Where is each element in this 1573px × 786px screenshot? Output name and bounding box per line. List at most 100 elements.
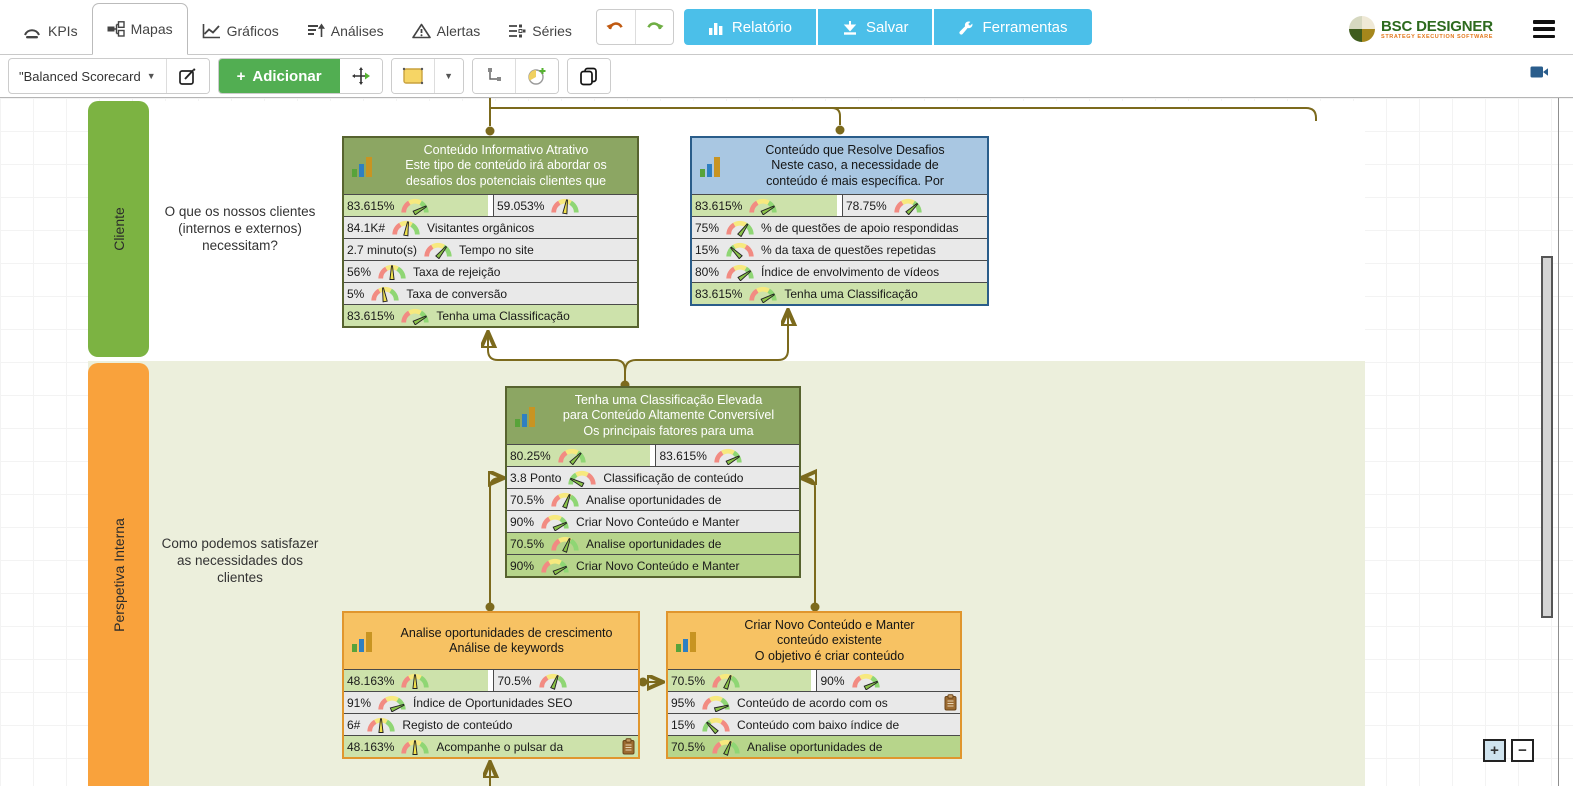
kpi-row[interactable]: 83.615%Tenha uma Classificação: [692, 282, 987, 304]
bar-chart-icon: [676, 631, 696, 652]
tab-alertas[interactable]: Alertas: [398, 8, 495, 54]
kpi-row[interactable]: 80%Índice de envolvimento de vídeos: [692, 260, 987, 282]
kpi-summary-cell: 83.615%: [692, 195, 837, 216]
kpi-row[interactable]: 75%% de questões de apoio respondidas: [692, 216, 987, 238]
kpi-row[interactable]: 70.5%Analise oportunidades de: [507, 488, 799, 510]
save-button[interactable]: Salvar: [817, 9, 933, 45]
kpi-summary-cell: 80.25%: [507, 445, 651, 466]
gauge-icon: [401, 308, 430, 325]
bar-chart-icon: [515, 406, 535, 427]
tab-graficos[interactable]: Gráficos: [188, 8, 293, 54]
gauge-icon: [378, 695, 406, 712]
perspective-question-interna: Como podemos satisfazer as necessidades …: [161, 536, 319, 585]
redo-button[interactable]: [634, 10, 673, 44]
kpi-row[interactable]: 48.163% Acompanhe o pulsar da: [344, 735, 638, 757]
kpi-summary-row[interactable]: 48.163%70.5%: [344, 669, 638, 691]
kpi-row[interactable]: 95%Conteúdo de acordo com os: [668, 691, 960, 713]
perspective-band-interna[interactable]: Perspetiva Interna: [88, 363, 149, 786]
kpi-summary-cell: 48.163%: [344, 670, 489, 691]
kpi-label: Conteúdo com baixo índice de: [737, 717, 900, 732]
canvas-vertical-scrollbar[interactable]: [1541, 256, 1553, 618]
kpi-label: Tenha uma Classificação: [784, 286, 918, 301]
kpi-row[interactable]: 56%Taxa de rejeição: [344, 260, 637, 282]
tab-kpis[interactable]: KPIs: [8, 8, 92, 54]
report-button[interactable]: Relatório: [683, 9, 816, 45]
kpi-summary-cell: 83.615%: [655, 445, 799, 466]
kpi-row[interactable]: 70.5%Analise oportunidades de: [507, 532, 799, 554]
kpi-label: Acompanhe o pulsar da: [436, 739, 564, 754]
kpi-summary-row[interactable]: 70.5% 90%: [668, 669, 960, 691]
connector-tool-button[interactable]: [472, 59, 515, 93]
kpi-row[interactable]: 6#Registo de conteúdo: [344, 713, 638, 735]
perspective-band-cliente[interactable]: Cliente: [88, 101, 149, 357]
gauge-icon: [424, 242, 452, 259]
scorecard-selector[interactable]: "Balanced Scorecard ▼: [19, 68, 156, 84]
analysis-sort-icon: [307, 23, 325, 37]
kpi-row[interactable]: 15%Conteúdo com baixo índice de: [668, 713, 960, 735]
initiative-clipboard-icon[interactable]: [944, 694, 957, 711]
shape-fill-button[interactable]: [391, 59, 434, 93]
kpi-row[interactable]: 83.615%Tenha uma Classificação: [344, 304, 637, 326]
zoom-in-button[interactable]: +: [1483, 739, 1506, 762]
bsc-designer-logo: BSC DESIGNER STRATEGY EXECUTION SOFTWARE: [1349, 16, 1493, 42]
kpi-value: 83.615%: [347, 198, 395, 213]
kpi-summary-row[interactable]: 83.615% 78.75%: [692, 194, 987, 216]
kpi-row[interactable]: 90%Criar Novo Conteúdo e Manter: [507, 554, 799, 576]
kpi-row[interactable]: 91%Índice de Oportunidades SEO: [344, 691, 638, 713]
kpi-row[interactable]: 90%Criar Novo Conteúdo e Manter: [507, 510, 799, 532]
scorecard-selector-group: "Balanced Scorecard ▼: [8, 58, 210, 94]
kpi-row[interactable]: 5%Taxa de conversão: [344, 282, 637, 304]
tab-analises[interactable]: Análises: [293, 8, 398, 54]
gauge-icon: [367, 717, 396, 733]
strategy-map-canvas[interactable]: Cliente Perspetiva Interna O que os noss…: [0, 97, 1573, 786]
kpi-summary-row[interactable]: 83.615%59.053%: [344, 194, 637, 216]
tab-mapas[interactable]: Mapas: [91, 3, 188, 55]
undo-button[interactable]: [597, 10, 635, 44]
shape-style-dropdown[interactable]: ▼: [434, 59, 463, 93]
kpi-value: 90%: [820, 673, 845, 688]
kpi-row[interactable]: 70.5%Analise oportunidades de: [668, 735, 960, 757]
kpi-row[interactable]: 84.1K#Visitantes orgânicos: [344, 216, 637, 238]
kpi-summary-row[interactable]: 80.25%83.615%: [507, 444, 799, 466]
bar-chart-icon: [700, 156, 720, 177]
kpi-value: 78.75%: [845, 198, 887, 213]
edit-scorecard-button[interactable]: [166, 59, 209, 93]
initiative-clipboard-icon[interactable]: [622, 738, 635, 755]
copy-button[interactable]: [567, 59, 610, 93]
alert-triangle-icon: [411, 23, 431, 39]
kpi-row[interactable]: 2.7 minuto(s)Tempo no site: [344, 238, 637, 260]
add-gauge-button[interactable]: [515, 59, 558, 93]
gauge-icon: [851, 673, 880, 690]
copy-icon: [580, 67, 597, 85]
kpi-value: 70.5%: [671, 673, 706, 688]
align-objects-button[interactable]: [339, 59, 382, 93]
add-button[interactable]: + Adicionar: [218, 59, 340, 93]
yellow-shape-icon: [402, 67, 423, 85]
copy-group: [566, 58, 611, 94]
kpi-label: Classificação de conteúdo: [603, 470, 744, 485]
zoom-out-button[interactable]: −: [1511, 739, 1534, 762]
gauge-icon: [702, 717, 730, 734]
kpi-value: 56%: [347, 264, 372, 279]
gauge-plus-icon: [527, 68, 546, 85]
kpi-value: 48.163%: [347, 673, 395, 688]
gauge-icon: [726, 242, 754, 259]
menu-hamburger-icon[interactable]: [1533, 20, 1555, 38]
tab-series[interactable]: Séries: [494, 8, 586, 54]
video-tutorial-button[interactable]: [1530, 65, 1549, 84]
kpi-value: 48.163%: [347, 739, 395, 754]
tools-button[interactable]: Ferramentas: [934, 9, 1092, 45]
kpi-row[interactable]: 15%% da taxa de questões repetidas: [692, 238, 987, 260]
